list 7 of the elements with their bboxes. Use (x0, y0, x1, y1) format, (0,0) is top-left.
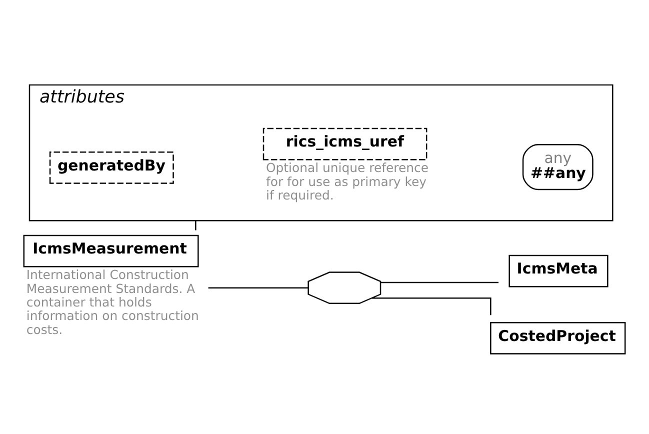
node-label: International Construction Measurement Standards. A container that holds information on construction costs. (26, 266, 199, 336)
node-octagon (308, 271, 382, 304)
connector (195, 220, 196, 230)
connector (380, 281, 498, 283)
connector (208, 286, 308, 288)
node-label: Optional unique reference for for use as primary key if required. (266, 160, 429, 202)
connector (372, 296, 492, 315)
